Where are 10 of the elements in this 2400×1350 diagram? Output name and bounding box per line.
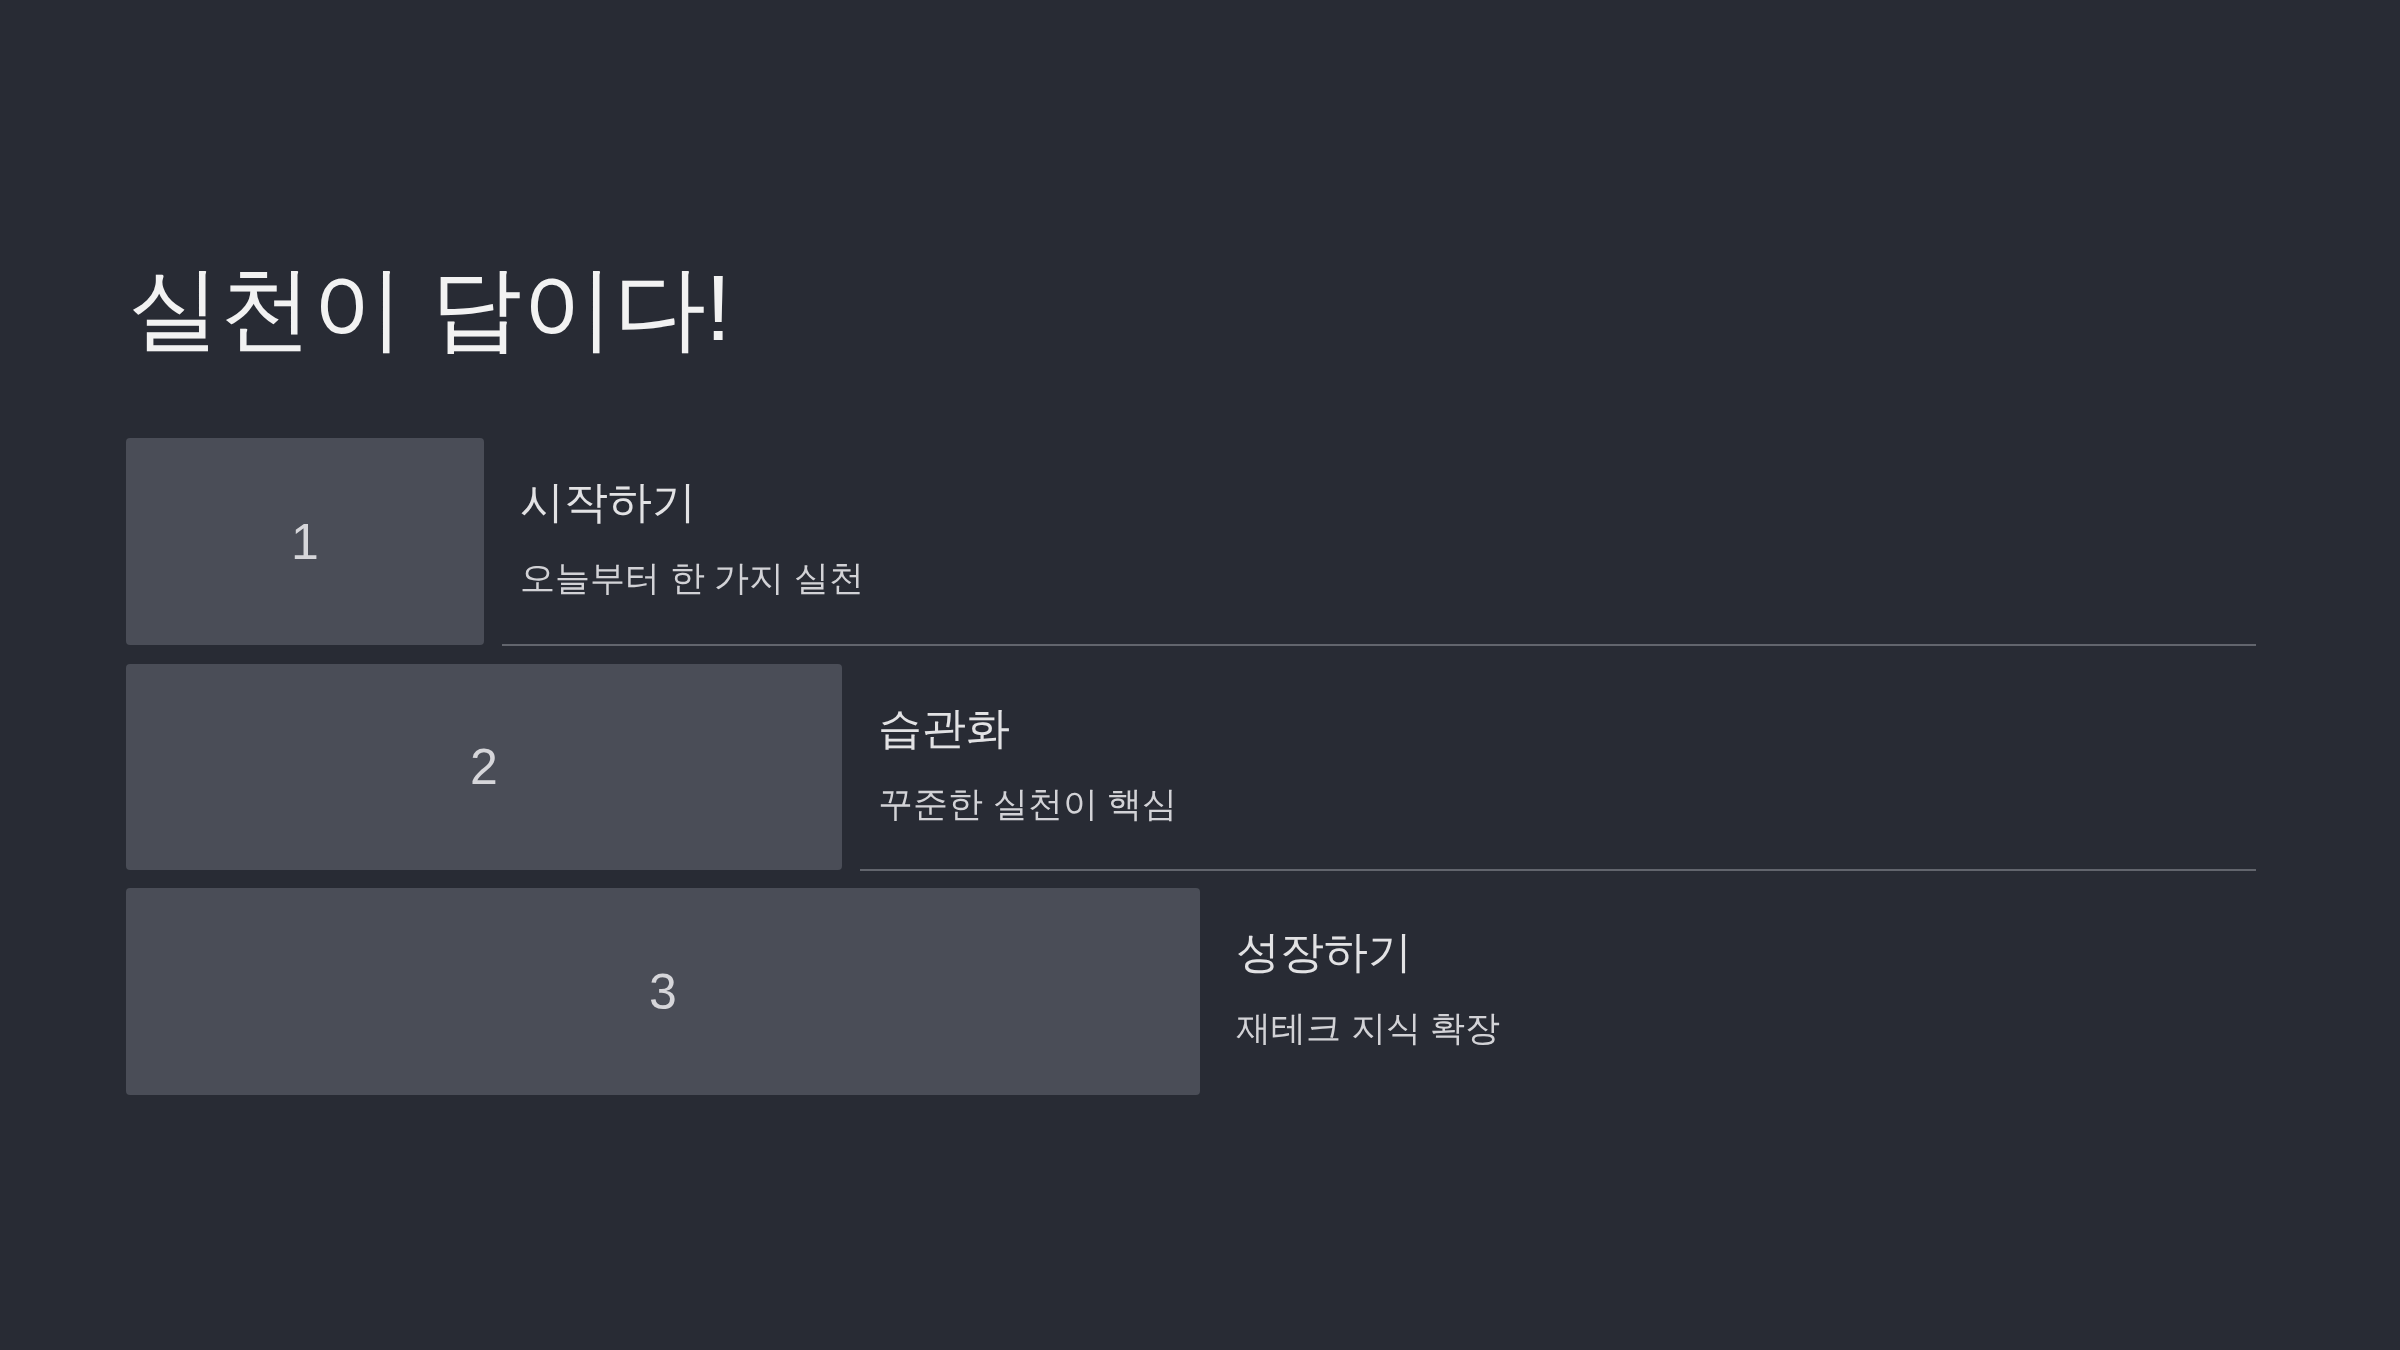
step-heading: 성장하기 [1236,930,1412,974]
step-box: 2 [126,664,842,870]
title: 실천이 답이다! [128,262,732,354]
step-heading: 시작하기 [520,480,696,524]
step-description: 오늘부터 한 가지 실천 [520,560,865,595]
step-description: 재테크 지식 확장 [1236,1010,1501,1045]
step-box: 1 [126,438,484,645]
step-heading: 습관화 [878,706,1010,750]
step-description: 꾸준한 실천이 핵심 [878,786,1178,821]
step-box: 3 [126,888,1200,1095]
